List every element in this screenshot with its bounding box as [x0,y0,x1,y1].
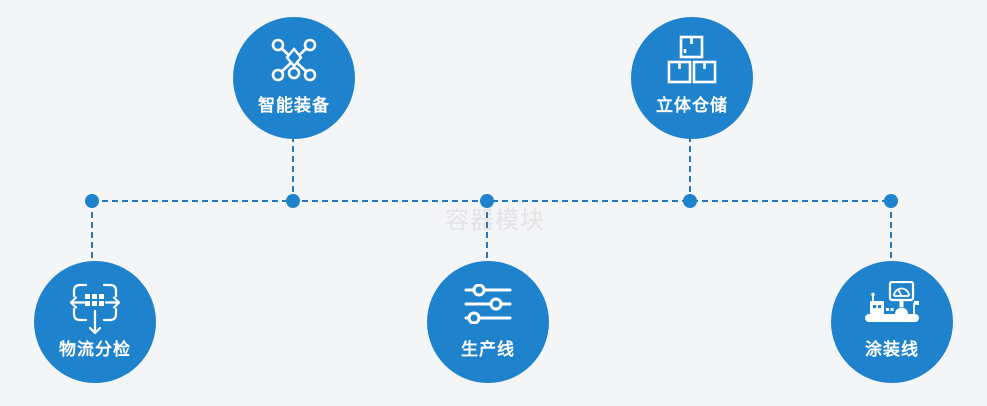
connector-warehouse [689,136,691,200]
node-logistics-sorting[interactable]: 物流分检 [34,261,156,383]
junction-dot [480,194,494,208]
network-nodes-icon [269,35,319,85]
node-warehouse[interactable]: 立体仓储 [631,17,753,139]
node-label: 物流分检 [59,340,131,359]
watermark-text: 容器模块 [445,207,545,234]
connector-smart-equipment [292,136,294,200]
node-label: 智能装备 [258,96,330,115]
node-label: 涂装线 [865,340,919,359]
node-label: 生产线 [461,340,515,359]
node-smart-equipment[interactable]: 智能装备 [233,17,355,139]
sliders-icon [463,279,513,329]
connector-painting-line [890,202,892,263]
sorting-arrows-icon [69,279,121,335]
stacked-boxes-icon [667,35,717,85]
junction-dot [85,194,99,208]
connector-logistics-sorting [91,202,93,263]
node-production-line[interactable]: 生产线 [427,261,549,383]
junction-dot [683,194,697,208]
painting-machine-icon [862,279,922,329]
junction-dot [884,194,898,208]
connector-production-line [486,202,488,263]
node-painting-line[interactable]: 涂装线 [831,261,953,383]
node-label: 立体仓储 [656,96,728,115]
junction-dot [286,194,300,208]
